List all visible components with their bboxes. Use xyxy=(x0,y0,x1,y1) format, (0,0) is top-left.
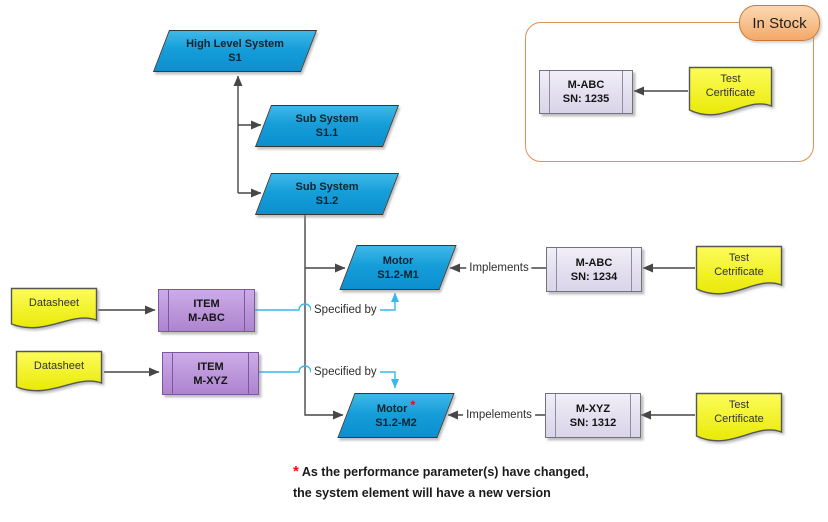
node-id: S1.2-M2 xyxy=(375,417,417,429)
edge-label-impelements: Impelements xyxy=(463,409,535,421)
node-label: ITEM xyxy=(197,360,224,373)
node-id: S1.1 xyxy=(315,127,339,139)
edge-label-specified-by-1: Specified by xyxy=(311,304,380,316)
version-note-asterisk: * xyxy=(410,398,416,412)
document-shape xyxy=(695,245,783,295)
edge-label-implements: Implements xyxy=(466,262,532,274)
node-id: M-ABC xyxy=(188,311,225,324)
footnote-line-1: * As the performance parameter(s) have c… xyxy=(293,463,589,480)
node-label: M-XYZ xyxy=(575,402,611,415)
node-label: Motor* xyxy=(376,398,416,415)
side-bar xyxy=(630,248,632,291)
side-bar xyxy=(555,394,557,437)
node-motor-m2: Motor* S1.2-M2 xyxy=(337,393,455,438)
node-label: M-ABC xyxy=(575,256,613,269)
document-shape xyxy=(688,66,773,116)
side-bar xyxy=(247,353,249,394)
side-bar xyxy=(556,248,558,291)
side-bar xyxy=(172,353,174,394)
side-bar xyxy=(621,71,623,113)
in-stock-badge: In Stock xyxy=(739,5,820,41)
edge-s12-to-motor-m2 xyxy=(304,215,344,420)
node-id: S1.2-M1 xyxy=(377,268,419,281)
node-id: S1 xyxy=(228,52,242,64)
node-id: S1.2 xyxy=(315,195,339,207)
in-stock-label: In Stock xyxy=(752,14,807,32)
serial-number: SN: 1312 xyxy=(569,416,617,429)
document-label: Datasheet xyxy=(33,360,85,372)
node-datasheet-1: Datasheet xyxy=(10,287,98,333)
document-shape xyxy=(10,287,98,329)
document-label: Datasheet xyxy=(28,297,80,309)
node-part-m-abc-1235: M-ABC SN: 1235 xyxy=(539,70,633,114)
node-label: Motor xyxy=(382,254,414,267)
node-label: High Level System xyxy=(186,38,284,50)
node-label: M-ABC xyxy=(567,79,605,91)
edge-label-specified-by-2: Specified by xyxy=(311,366,380,378)
footnote-line-2: the system element will have a new versi… xyxy=(293,486,551,500)
node-label: Sub System xyxy=(295,181,359,193)
side-bar xyxy=(168,290,170,331)
document-shape xyxy=(695,392,783,442)
footnote-asterisk: * xyxy=(293,463,299,480)
node-id: M-XYZ xyxy=(193,374,228,387)
document-shape xyxy=(15,350,103,392)
node-label: ITEM xyxy=(193,297,220,310)
footnote: * As the performance parameter(s) have c… xyxy=(293,461,589,504)
serial-number: SN: 1234 xyxy=(570,270,618,283)
side-bar xyxy=(629,394,631,437)
edge-specified-by-2 xyxy=(257,365,399,389)
node-datasheet-2: Datasheet xyxy=(15,350,103,396)
side-bar xyxy=(243,290,245,331)
serial-number: SN: 1235 xyxy=(562,93,610,105)
node-label: Sub System xyxy=(295,113,359,125)
edge-specified-by-1 xyxy=(253,292,399,311)
side-bar xyxy=(549,71,551,113)
